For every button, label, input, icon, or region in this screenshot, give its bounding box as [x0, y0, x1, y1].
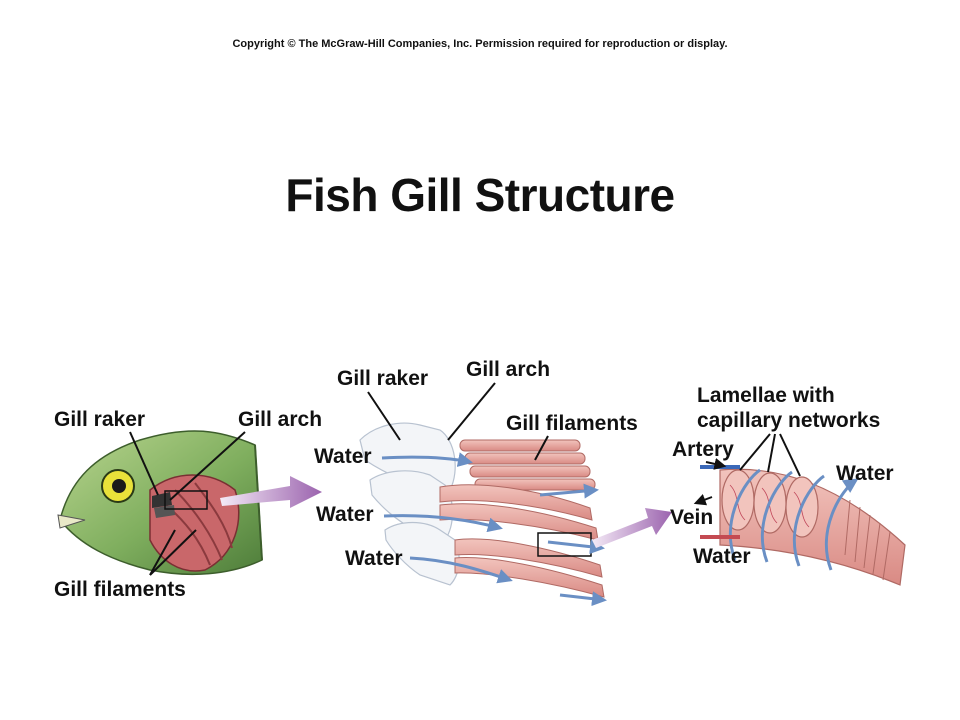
- mid-leader-lines: [367, 382, 549, 461]
- label-mid-gill-arch: Gill arch: [466, 358, 550, 381]
- zoom-arrow-2: [592, 508, 672, 548]
- lamellae-water-arrows: [728, 468, 859, 571]
- label-left-gill-filaments: Gill filaments: [54, 578, 186, 601]
- copyright-notice: Copyright © The McGraw-Hill Companies, I…: [232, 38, 728, 50]
- page-title: Fish Gill Structure: [285, 169, 675, 221]
- gill-filaments-stack: [439, 439, 605, 598]
- fish-head: [57, 430, 263, 576]
- label-lamellae-line2: capillary networks: [697, 409, 880, 432]
- label-water-bottom: Water: [693, 545, 751, 568]
- label-vein: Vein: [670, 506, 713, 529]
- fish-eye: [101, 469, 135, 503]
- label-mid-gill-filaments: Gill filaments: [506, 412, 638, 435]
- label-left-gill-arch: Gill arch: [238, 408, 322, 431]
- label-mid-water-3: Water: [345, 547, 403, 570]
- label-lamellae-line1: Lamellae with: [697, 384, 835, 407]
- zoom-arrow-1: [220, 476, 322, 508]
- label-mid-gill-raker: Gill raker: [337, 367, 428, 390]
- label-water-top: Water: [836, 462, 894, 485]
- water-flow-arrows: [381, 452, 607, 607]
- label-mid-water-2: Water: [316, 503, 374, 526]
- left-leader-lines: [129, 431, 246, 576]
- right-leader-lines: [693, 433, 801, 506]
- label-left-gill-raker: Gill raker: [54, 408, 145, 431]
- label-artery: Artery: [672, 438, 734, 461]
- label-mid-water-1: Water: [314, 445, 372, 468]
- lamellae-detail: [700, 465, 906, 586]
- gill-arch-detail: [359, 422, 607, 607]
